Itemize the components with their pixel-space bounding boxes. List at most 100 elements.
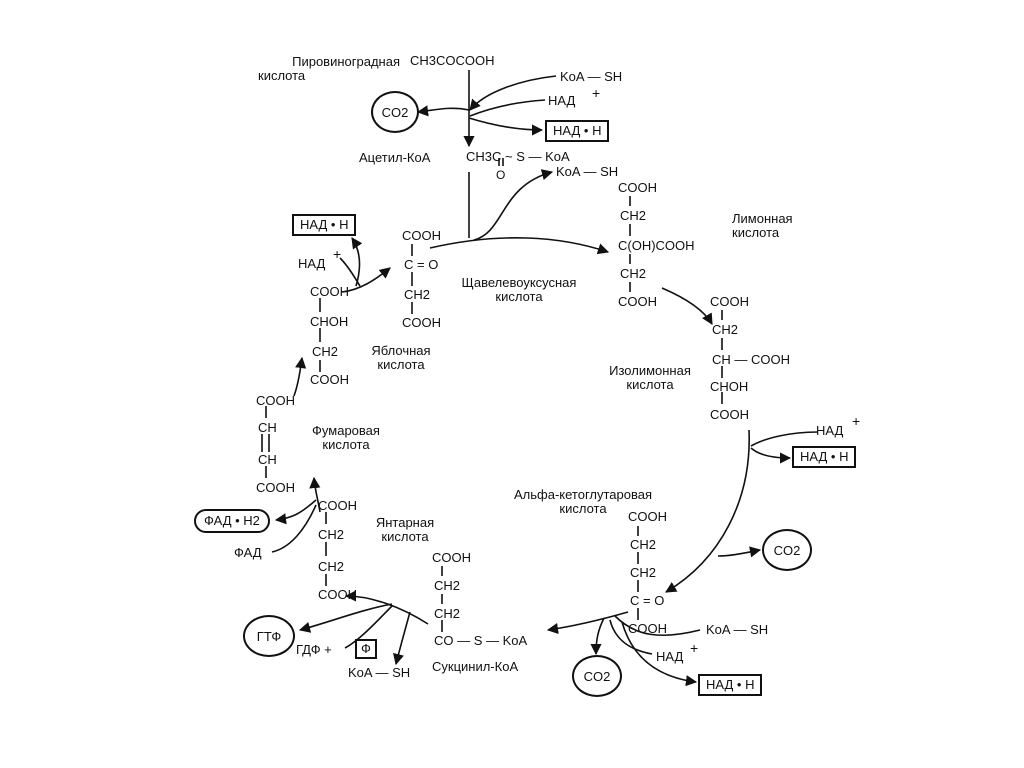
arrow-malate-to-oxaloacetate — [341, 267, 391, 293]
arrow-citrate-to-isocitrate — [661, 287, 713, 325]
akg-name: Альфа-кетоглутаровая кислота — [498, 488, 668, 516]
fumarate-name-line1: Фумаровая — [312, 423, 380, 438]
arrow-gtf-out — [298, 603, 393, 633]
akg-name-line2: кислота — [559, 501, 607, 516]
arrow-koa-succ-out — [393, 611, 411, 666]
oxaloacetate-line-4: COOH — [402, 315, 441, 330]
isocitrate-line-3: CH — COOH — [712, 352, 790, 367]
citrate-name-line2: кислота — [732, 225, 780, 240]
succinate-line-1: COOH — [318, 498, 357, 513]
isocitrate-name-line1: Изолимонная — [609, 363, 691, 378]
oxaloacetate-line-1: COOH — [402, 228, 441, 243]
succinylcoa-name: Сукцинил-КоА — [432, 659, 519, 674]
oxaloacetate-line-3: CH2 — [404, 287, 431, 302]
citrate-line-3: C(OH)COOH — [618, 238, 695, 253]
citrate-line-2: CH2 — [620, 208, 647, 223]
fumarate-line-3: CH — [258, 452, 277, 467]
isocitrate-line-5: COOH — [710, 407, 749, 422]
arrow-nad-iso-in — [750, 431, 819, 447]
co2-circle-akg: CO2 — [572, 655, 622, 697]
fumarate-line-2: CH — [258, 420, 277, 435]
arrow-gdf-in — [344, 605, 393, 649]
oxaloacetate-name-line2: кислота — [495, 289, 543, 304]
arrow-co2-iso-out — [717, 546, 762, 558]
nad-plus-akg: + — [690, 640, 699, 656]
malate-line-3: CH2 — [312, 344, 339, 359]
akg-line-5: COOH — [628, 621, 667, 636]
fumarate-name: Фумаровая кислота — [296, 424, 396, 452]
succinate-name: Янтарная кислота — [362, 516, 448, 544]
co2-label-iso: CO2 — [773, 542, 801, 558]
acetyl-coa-oxygen: O — [496, 168, 506, 182]
fumarate-line-4: COOH — [256, 480, 295, 495]
oxaloacetate-line-2: C = O — [404, 257, 439, 272]
isocitrate-line-2: CH2 — [712, 322, 739, 337]
koa-sh-label-2: KoA — SH — [556, 164, 619, 179]
isocitrate-name-line2: кислота — [626, 377, 674, 392]
arrow-nad-akg-in — [609, 619, 653, 655]
arrow-nad-mal-in — [339, 257, 361, 287]
akg-line-3: CH2 — [630, 565, 657, 580]
malate-name: Яблочная кислота — [356, 344, 446, 372]
fadh2-box: ФАД • H2 — [194, 509, 270, 533]
citrate-line-5: COOH — [618, 294, 657, 309]
citrate-name: Лимонная кислота — [732, 212, 793, 240]
nadh-box-akg: НАД • H — [698, 674, 763, 696]
arrow-koa-in — [469, 75, 557, 111]
arrow-akg-to-succinylcoa — [546, 611, 629, 635]
oxaloacetate-name: Щавелевоуксусная кислота — [444, 276, 594, 304]
arrow-succinate-to-fumarate — [309, 476, 321, 513]
arrow-nadh-akg-out — [621, 621, 698, 687]
nad-label-akg: НАД — [656, 649, 684, 664]
nad-plus-malate: + — [333, 246, 342, 262]
pyruvate-name-line2: кислота — [258, 68, 306, 83]
arrow-koa-release — [473, 169, 554, 241]
isocitrate-line-4: CHOH — [710, 379, 749, 394]
succinate-line-3: CH2 — [318, 559, 345, 574]
arrow-nad-in — [469, 99, 546, 117]
koa-sh-label-1: KoA — SH — [560, 69, 623, 84]
malate-name-line2: кислота — [377, 357, 425, 372]
succinylcoa-line-3: CH2 — [434, 606, 461, 621]
malate-name-line1: Яблочная — [371, 343, 431, 358]
succinate-line-4: COOH — [318, 587, 357, 602]
arrow-nadh-out — [468, 117, 544, 136]
koa-sh-label-akg: KoA — SH — [706, 622, 769, 637]
arrow-co2-out — [416, 105, 470, 117]
fad-label: ФАД — [234, 545, 262, 560]
succinylcoa-line-2: CH2 — [434, 578, 461, 593]
gdf-label: ГДФ + — [296, 642, 332, 657]
gtf-label: ГТФ — [256, 628, 282, 644]
nadh-box-iso: НАД • H — [792, 446, 857, 468]
succinate-name-line2: кислота — [381, 529, 429, 544]
nadh-box-malate: НАД • H — [292, 214, 357, 236]
succinate-name-line1: Янтарная — [375, 515, 435, 530]
nad-plus-1: + — [592, 85, 601, 101]
arrow-nadh-iso-out — [750, 447, 792, 464]
pyruvate-name: Пировиноградная кислота — [258, 55, 400, 83]
co2-circle-iso: CO2 — [762, 529, 812, 571]
akg-line-2: CH2 — [630, 537, 657, 552]
isocitrate-name: Изолимонная кислота — [598, 364, 702, 392]
malate-line-2: CHOH — [310, 314, 349, 329]
nad-label-1: НАД — [548, 93, 576, 108]
pyruvate-formula: CH3COCOOH — [410, 53, 495, 68]
succinylcoa-line-4: CO — S — KoA — [434, 633, 528, 648]
fumarate-name-line2: кислота — [322, 437, 370, 452]
oxaloacetate-name-line1: Щавелевоуксусная — [461, 275, 577, 290]
co2-label-1: CO2 — [381, 104, 409, 120]
acetyl-coa-formula: CH3C ~ S — KoA — [466, 149, 570, 164]
arrow-fad-in — [271, 504, 317, 553]
co2-label-akg: CO2 — [583, 668, 611, 684]
pyruvate-name-line1: Пировиноградная — [292, 54, 400, 69]
arrow-co2-akg-out — [590, 617, 605, 656]
akg-name-line1: Альфа-кетоглутаровая — [513, 487, 653, 502]
akg-line-4: C = O — [630, 593, 665, 608]
malate-line-4: COOH — [310, 372, 349, 387]
phosphate-box: Ф — [355, 639, 377, 659]
koa-sh-label-succ: KoA — SH — [348, 665, 411, 680]
citrate-line-4: CH2 — [620, 266, 647, 281]
malate-line-1: COOH — [310, 284, 349, 299]
